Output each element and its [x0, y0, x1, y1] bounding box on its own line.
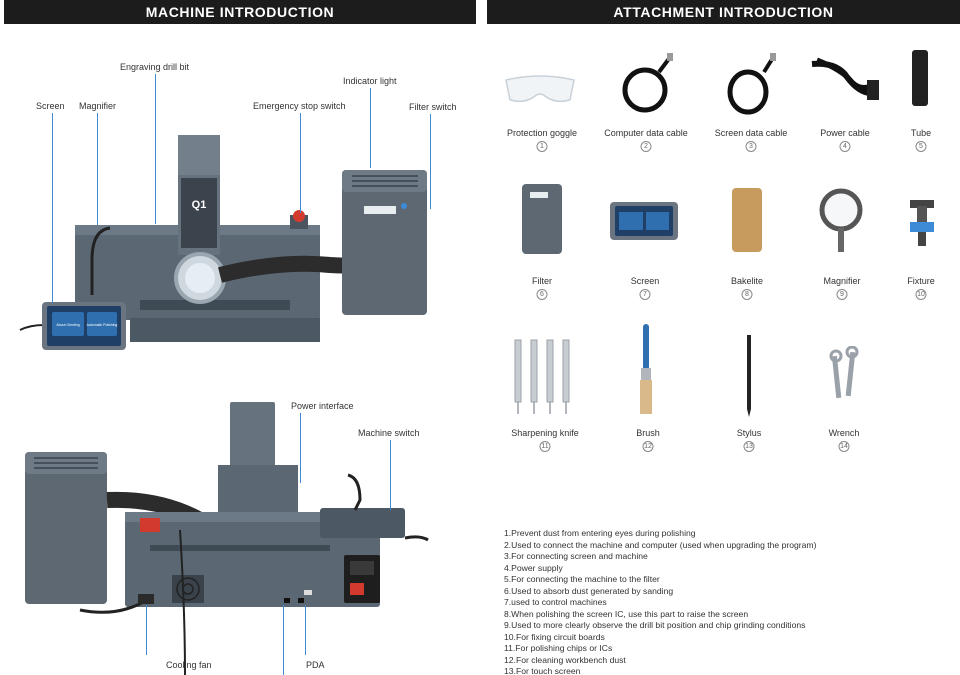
label-machine-switch: Machine switch	[358, 428, 420, 438]
note-item: 11.For polishing chips or ICs	[504, 643, 613, 653]
power-cable-icon	[811, 57, 879, 100]
note-item: 13.For touch screen	[504, 666, 581, 675]
brush-icon	[640, 324, 652, 414]
machine-model-text: Q1	[192, 199, 207, 211]
screen-button-about-grinding: About Grinding	[56, 323, 79, 327]
label-engraving-drill-bit: Engraving drill bit	[120, 62, 190, 72]
note-item: 8.When polishing the screen IC, use this…	[504, 608, 749, 619]
attachment-name: Fixture	[907, 276, 935, 286]
attachment-name: Stylus	[736, 428, 762, 438]
attachment-name: Protection goggle	[506, 128, 578, 138]
fixture-icon	[910, 200, 934, 246]
screen-icon	[610, 202, 678, 240]
attachment-number: 13	[743, 441, 755, 452]
attachment-name: Screen	[630, 276, 660, 286]
cable-icon	[727, 53, 776, 115]
attachment-number: 4	[839, 141, 851, 152]
label-pda: PDA	[306, 660, 325, 670]
note-item: 3.For connecting screen and machine	[504, 551, 648, 561]
note-item: 2.Used to connect the machine and comput…	[504, 539, 817, 550]
attachment-number: 11	[539, 441, 551, 452]
machine-rear-view	[25, 402, 429, 675]
note-item: 4.Power supply	[504, 562, 563, 573]
attachment-name: Computer data cable	[604, 128, 688, 138]
attachment-name: Tube	[910, 128, 932, 138]
attachment-name: Bakelite	[730, 276, 764, 286]
attachment-name: Brush	[636, 428, 660, 438]
attachment-name: Magnifier	[823, 276, 861, 286]
attachment-name: Sharpening knife	[511, 428, 579, 438]
attachment-number: 2	[640, 141, 652, 152]
attachment-number: 12	[642, 441, 654, 452]
tube-icon	[912, 50, 928, 106]
machine-front-view: Q1 About Grinding Automatic Polishing	[19, 135, 427, 350]
usage-notes: 1.Prevent dust from entering eyes during…	[504, 528, 954, 675]
attachment-number: 7	[639, 289, 651, 300]
label-screen: Screen	[36, 101, 65, 111]
attachment-name: Wrench	[828, 428, 860, 438]
magnifier-icon	[819, 188, 863, 252]
note-item: 12.For cleaning workbench dust	[504, 654, 626, 665]
screen-button-auto-polishing: Automatic Polishing	[87, 323, 118, 327]
goggle-icon	[505, 75, 575, 103]
label-indicator-light: Indicator light	[343, 76, 397, 86]
label-power-interface: Power interface	[291, 401, 354, 411]
knife-icon	[514, 339, 570, 414]
attachment-number: 9	[836, 289, 848, 300]
label-cooling-fan: Cooling fan	[166, 660, 212, 670]
attachment-number: 10	[915, 289, 927, 300]
attachment-name: Screen data cable	[714, 128, 788, 138]
attachment-number: 6	[536, 289, 548, 300]
label-emergency-stop-switch: Emergency stop switch	[253, 101, 346, 111]
note-item: 1.Prevent dust from entering eyes during…	[504, 528, 696, 538]
filter-icon	[522, 184, 562, 254]
machine-introduction-header: MACHINE INTRODUCTION	[4, 0, 476, 24]
note-item: 9.Used to more clearly observe the drill…	[504, 620, 806, 630]
note-item: 6.Used to absorb dust generated by sandi…	[504, 585, 674, 596]
wrench-icon	[829, 346, 859, 399]
attachment-introduction-header: ATTACHMENT INTRODUCTION	[487, 0, 960, 24]
stylus-icon	[747, 335, 751, 417]
label-magnifier: Magnifier	[79, 101, 117, 111]
attachment-number: 5	[915, 141, 927, 152]
note-item: 5.For connecting the machine to the filt…	[504, 574, 660, 584]
attachment-number: 8	[741, 289, 753, 300]
cable-icon	[622, 53, 673, 113]
bakelite-icon	[732, 188, 762, 252]
note-item: 10.For fixing circuit boards	[504, 631, 605, 642]
note-item: 7.used to control machines	[504, 597, 607, 607]
attachment-number: 1	[536, 141, 548, 152]
attachment-name: Power cable	[820, 128, 870, 138]
machine-illustration: Q1 About Grinding Automatic Polishing	[19, 135, 429, 675]
emergency-stop-icon	[293, 210, 305, 222]
label-filter-switch: Filter switch	[409, 102, 457, 112]
attachment-name: Filter	[532, 276, 552, 286]
attachment-number: 3	[745, 141, 757, 152]
attachment-number: 14	[838, 441, 850, 452]
